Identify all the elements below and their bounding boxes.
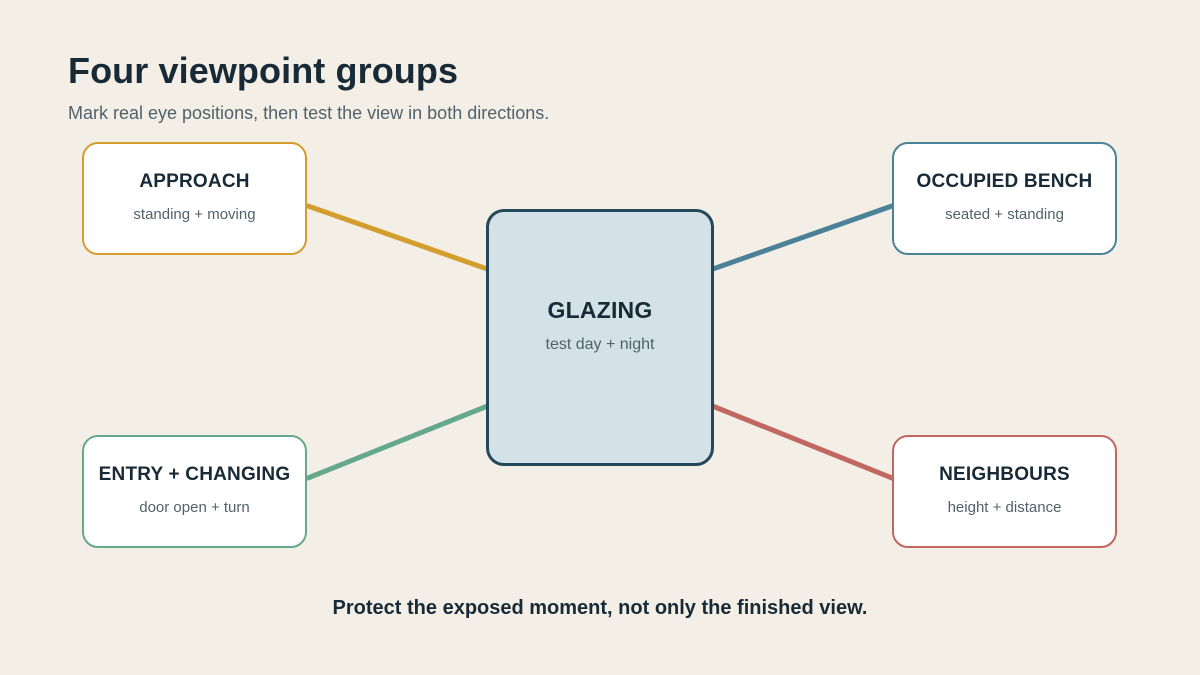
node-occupied-bench: OCCUPIED BENCH seated + standing bbox=[892, 142, 1117, 255]
node-glazing: GLAZING test day + night bbox=[486, 209, 714, 466]
node-approach-title: APPROACH bbox=[139, 171, 250, 192]
node-neighbours-title: NEIGHBOURS bbox=[939, 464, 1070, 485]
takeaway-text: Protect the exposed moment, not only the… bbox=[332, 597, 868, 619]
page-title: Four viewpoint groups bbox=[68, 50, 459, 91]
node-glazing-subtitle: test day + night bbox=[545, 336, 655, 353]
connector-approach bbox=[305, 203, 493, 273]
node-entry-changing-title: ENTRY + CHANGING bbox=[98, 464, 291, 485]
page-subtitle: Mark real eye positions, then test the v… bbox=[68, 103, 550, 123]
connector-entry-changing bbox=[305, 402, 493, 481]
node-glazing-title: GLAZING bbox=[547, 297, 653, 323]
node-entry-changing: ENTRY + CHANGING door open + turn bbox=[82, 435, 307, 548]
node-approach-subtitle: standing + moving bbox=[133, 206, 256, 223]
node-occupied-bench-title: OCCUPIED BENCH bbox=[916, 171, 1093, 192]
connector-neighbours bbox=[707, 402, 895, 481]
node-entry-changing-subtitle: door open + turn bbox=[139, 499, 250, 516]
node-neighbours-subtitle: height + distance bbox=[947, 499, 1062, 516]
node-occupied-bench-subtitle: seated + standing bbox=[945, 206, 1064, 223]
connector-occupied-bench bbox=[707, 203, 895, 273]
node-approach: APPROACH standing + moving bbox=[82, 142, 307, 255]
node-neighbours: NEIGHBOURS height + distance bbox=[892, 435, 1117, 548]
